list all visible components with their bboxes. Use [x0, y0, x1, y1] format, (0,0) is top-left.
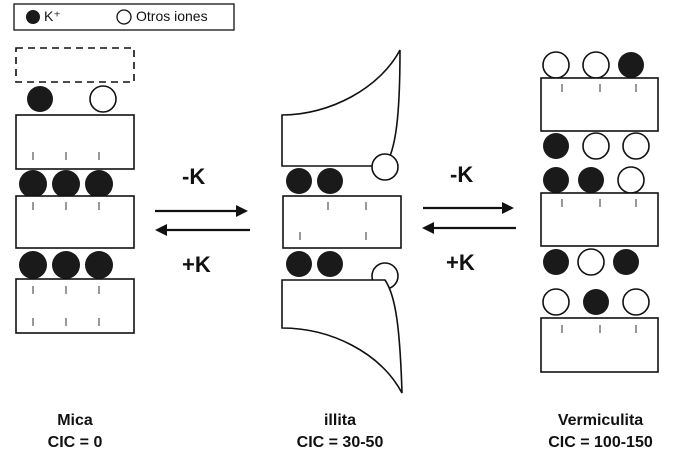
left-plus-k-label: +K	[182, 252, 211, 277]
illita-top-layer	[281, 49, 401, 167]
vermiculita-other-ion	[577, 248, 605, 276]
legend-other-ions-label: Otros iones	[136, 8, 208, 24]
illita-middle-layer	[282, 195, 402, 249]
right-plus-k-label: +K	[446, 250, 475, 275]
forward-arrow-head	[236, 205, 248, 217]
left-equilibrium-arrows	[155, 205, 250, 236]
vermiculita-other-ion	[622, 288, 650, 316]
legend	[13, 3, 235, 31]
back-arrow-head	[422, 222, 434, 234]
left-minus-k-label: -K	[182, 164, 206, 189]
illita-k-ion	[317, 251, 343, 277]
mica-k-ion	[19, 251, 47, 279]
illita-k-ion	[286, 251, 312, 277]
back-arrow-head	[155, 224, 167, 236]
mica-k-ion	[27, 86, 53, 112]
mica-structure	[15, 47, 135, 334]
illita-other-ion	[371, 153, 399, 181]
vermiculita-k-ion	[578, 167, 604, 193]
mineral-name: Mica	[57, 412, 93, 429]
vermiculita-k-ion	[618, 52, 644, 78]
mineral-name: illita	[323, 412, 356, 429]
legend-k-label: K⁺	[44, 8, 61, 24]
mica-k-ion	[19, 170, 47, 198]
mica-caption: Mica CIC = 0	[0, 410, 150, 454]
illita-structure	[281, 49, 403, 394]
legend-k-ion-icon	[26, 10, 40, 24]
vermiculita-other-ion	[582, 51, 610, 79]
illita-caption: illita CIC = 30-50	[265, 410, 415, 454]
legend-other-ion-icon	[116, 9, 132, 25]
mica-layer-3	[15, 278, 135, 334]
vermiculita-k-ion	[543, 249, 569, 275]
mica-dashed-layer	[15, 47, 135, 83]
mica-k-ion	[52, 170, 80, 198]
mica-k-ion	[85, 251, 113, 279]
vermiculita-other-ion	[542, 288, 570, 316]
mineral-cic: CIC = 0	[47, 434, 103, 451]
mineral-cic: CIC = 30-50	[296, 434, 384, 451]
vermiculita-other-ion	[617, 166, 645, 194]
vermiculita-k-ion	[613, 249, 639, 275]
vermiculita-structure	[540, 51, 659, 373]
mica-layer-2	[15, 195, 135, 249]
vermiculita-other-ion	[622, 132, 650, 160]
mineral-name: Vermiculita	[557, 412, 644, 429]
illita-k-ion	[317, 168, 343, 194]
mica-layer-ticks	[32, 152, 100, 326]
vermiculita-other-ion	[582, 132, 610, 160]
vermiculita-other-ion	[542, 51, 570, 79]
vermiculita-layer-ticks	[561, 84, 637, 333]
illita-layer-ticks	[299, 202, 367, 240]
illita-k-ion	[286, 168, 312, 194]
mica-layer-1	[15, 114, 135, 170]
illita-bottom-layer	[281, 279, 403, 394]
mica-other-ion	[89, 85, 117, 113]
right-equilibrium-arrows	[422, 202, 516, 234]
forward-arrow-head	[502, 202, 514, 214]
mica-k-ion	[85, 170, 113, 198]
right-minus-k-label: -K	[450, 162, 474, 187]
vermiculita-k-ion	[583, 289, 609, 315]
vermiculita-caption: Vermiculita CIC = 100-150	[518, 410, 683, 454]
mineral-cic: CIC = 100-150	[548, 434, 653, 451]
mica-k-ion	[52, 251, 80, 279]
vermiculita-k-ion	[543, 167, 569, 193]
vermiculita-k-ion	[543, 133, 569, 159]
